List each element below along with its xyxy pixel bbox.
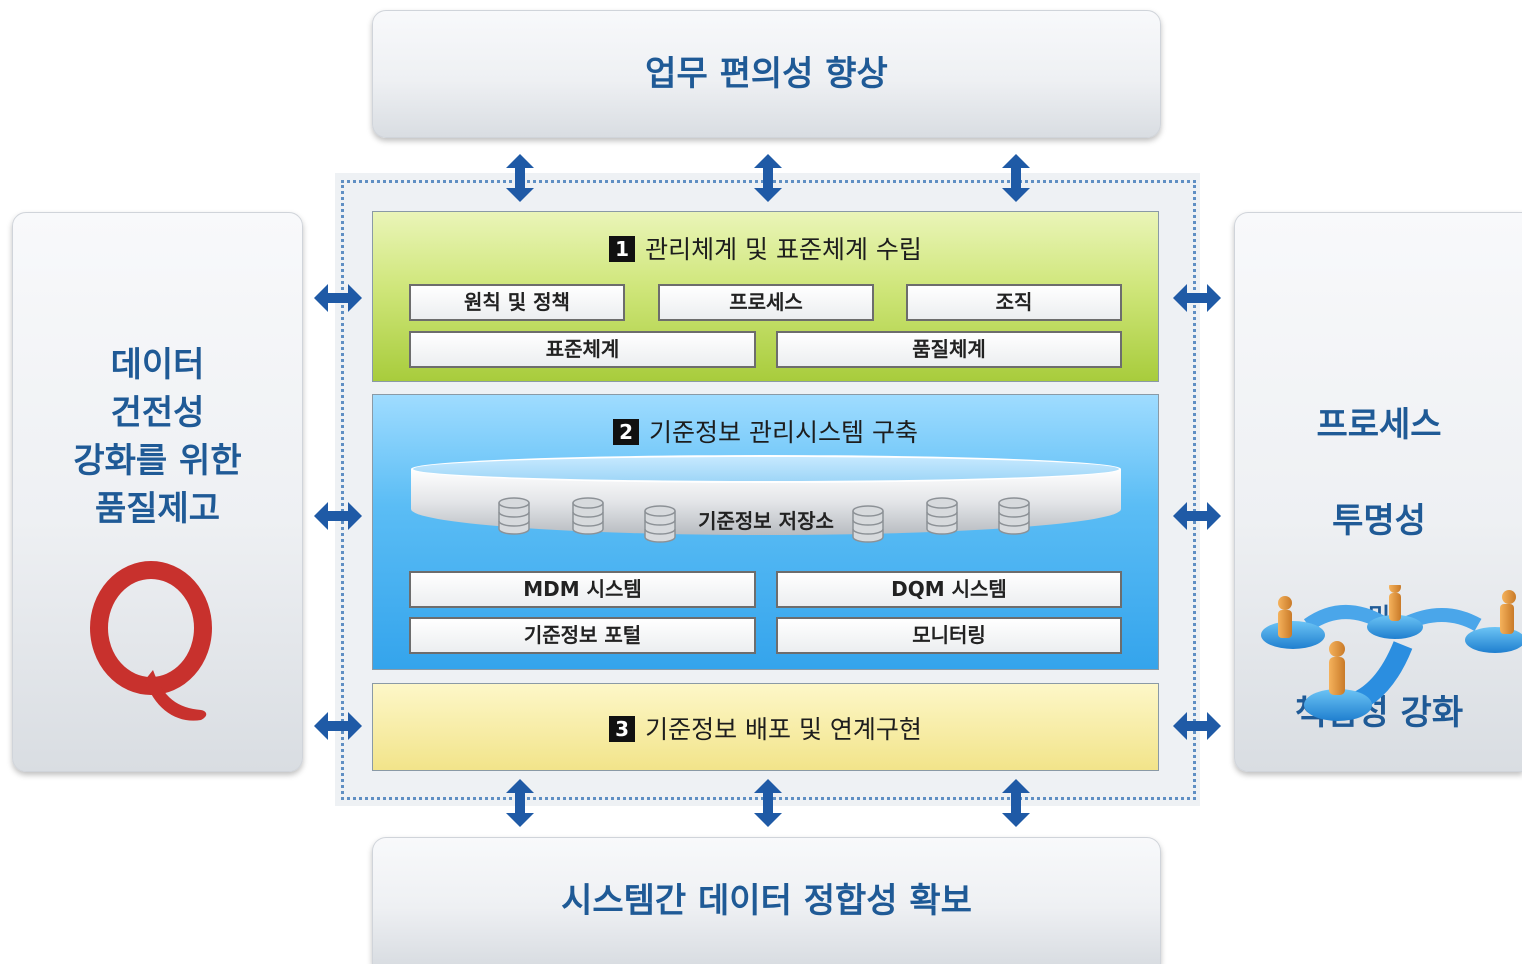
- section-3-title-text: 기준정보 배포 및 연계구현: [645, 715, 922, 744]
- section-1-title-text: 관리체계 및 표준체계 수립: [645, 235, 922, 264]
- left-goal-panel: 데이터 건전성 강화를 위한 품질제고: [12, 212, 303, 772]
- database-icon: [852, 505, 884, 543]
- double-arrow-icon: [314, 284, 362, 312]
- database-icon: [998, 497, 1030, 535]
- people-process-icon: [1261, 585, 1522, 721]
- section-3-distribution: 3 기준정보 배포 및 연계구현: [372, 683, 1159, 771]
- right-goal-line1: 프로세스: [1316, 405, 1442, 445]
- double-arrow-icon: [1173, 284, 1221, 312]
- right-goal-text: 프로세스 투명성 및 책임성 강화: [1235, 353, 1522, 785]
- box-principles-policy: 원칙 및 정책: [409, 284, 625, 321]
- q-quality-icon: [90, 561, 212, 721]
- bottom-goal-text: 시스템간 데이터 정합성 확보: [561, 881, 972, 921]
- double-arrow-icon: [754, 779, 782, 827]
- double-arrow-icon: [1173, 502, 1221, 530]
- box-monitoring: 모니터링: [776, 617, 1122, 654]
- box-dqm-system: DQM 시스템: [776, 571, 1122, 608]
- database-icon: [498, 497, 530, 535]
- top-goal-panel: 업무 편의성 향상: [372, 10, 1161, 138]
- double-arrow-icon: [506, 779, 534, 827]
- master-data-storage: 기준정보 저장소: [411, 455, 1121, 549]
- box-standard-system: 표준체계: [409, 331, 756, 368]
- double-arrow-icon: [1002, 779, 1030, 827]
- box-process: 프로세스: [658, 284, 874, 321]
- section-2-title: 2 기준정보 관리시스템 구축: [373, 413, 1158, 449]
- section-3-title: 3 기준정보 배포 및 연계구현: [373, 710, 1158, 746]
- double-arrow-icon: [506, 154, 534, 202]
- section-3-number: 3: [609, 716, 636, 742]
- section-2-title-text: 기준정보 관리시스템 구축: [649, 418, 918, 447]
- double-arrow-icon: [314, 712, 362, 740]
- double-arrow-icon: [754, 154, 782, 202]
- left-goal-text: 데이터 건전성 강화를 위한 품질제고: [73, 345, 242, 529]
- database-icon: [572, 497, 604, 535]
- database-icon: [926, 497, 958, 535]
- box-master-data-portal: 기준정보 포털: [409, 617, 756, 654]
- right-goal-line2: 투명성: [1332, 501, 1426, 541]
- box-organization: 조직: [906, 284, 1122, 321]
- box-quality-system: 품질체계: [776, 331, 1122, 368]
- section-1-title: 1 관리체계 및 표준체계 수립: [373, 230, 1158, 266]
- storage-label: 기준정보 저장소: [698, 509, 834, 533]
- double-arrow-icon: [1002, 154, 1030, 202]
- double-arrow-icon: [314, 502, 362, 530]
- storage-cylinder-top: [411, 455, 1121, 483]
- section-1-governance: 1 관리체계 및 표준체계 수립 원칙 및 정책 프로세스 조직 표준체계 품질체…: [372, 211, 1159, 382]
- section-1-number: 1: [609, 236, 636, 262]
- section-2-number: 2: [613, 419, 640, 445]
- top-goal-text: 업무 편의성 향상: [645, 54, 888, 94]
- right-goal-panel: 프로세스 투명성 및 책임성 강화: [1234, 212, 1522, 772]
- database-icon: [644, 505, 676, 543]
- box-mdm-system: MDM 시스템: [409, 571, 756, 608]
- bottom-goal-panel: 시스템간 데이터 정합성 확보: [372, 837, 1161, 964]
- double-arrow-icon: [1173, 712, 1221, 740]
